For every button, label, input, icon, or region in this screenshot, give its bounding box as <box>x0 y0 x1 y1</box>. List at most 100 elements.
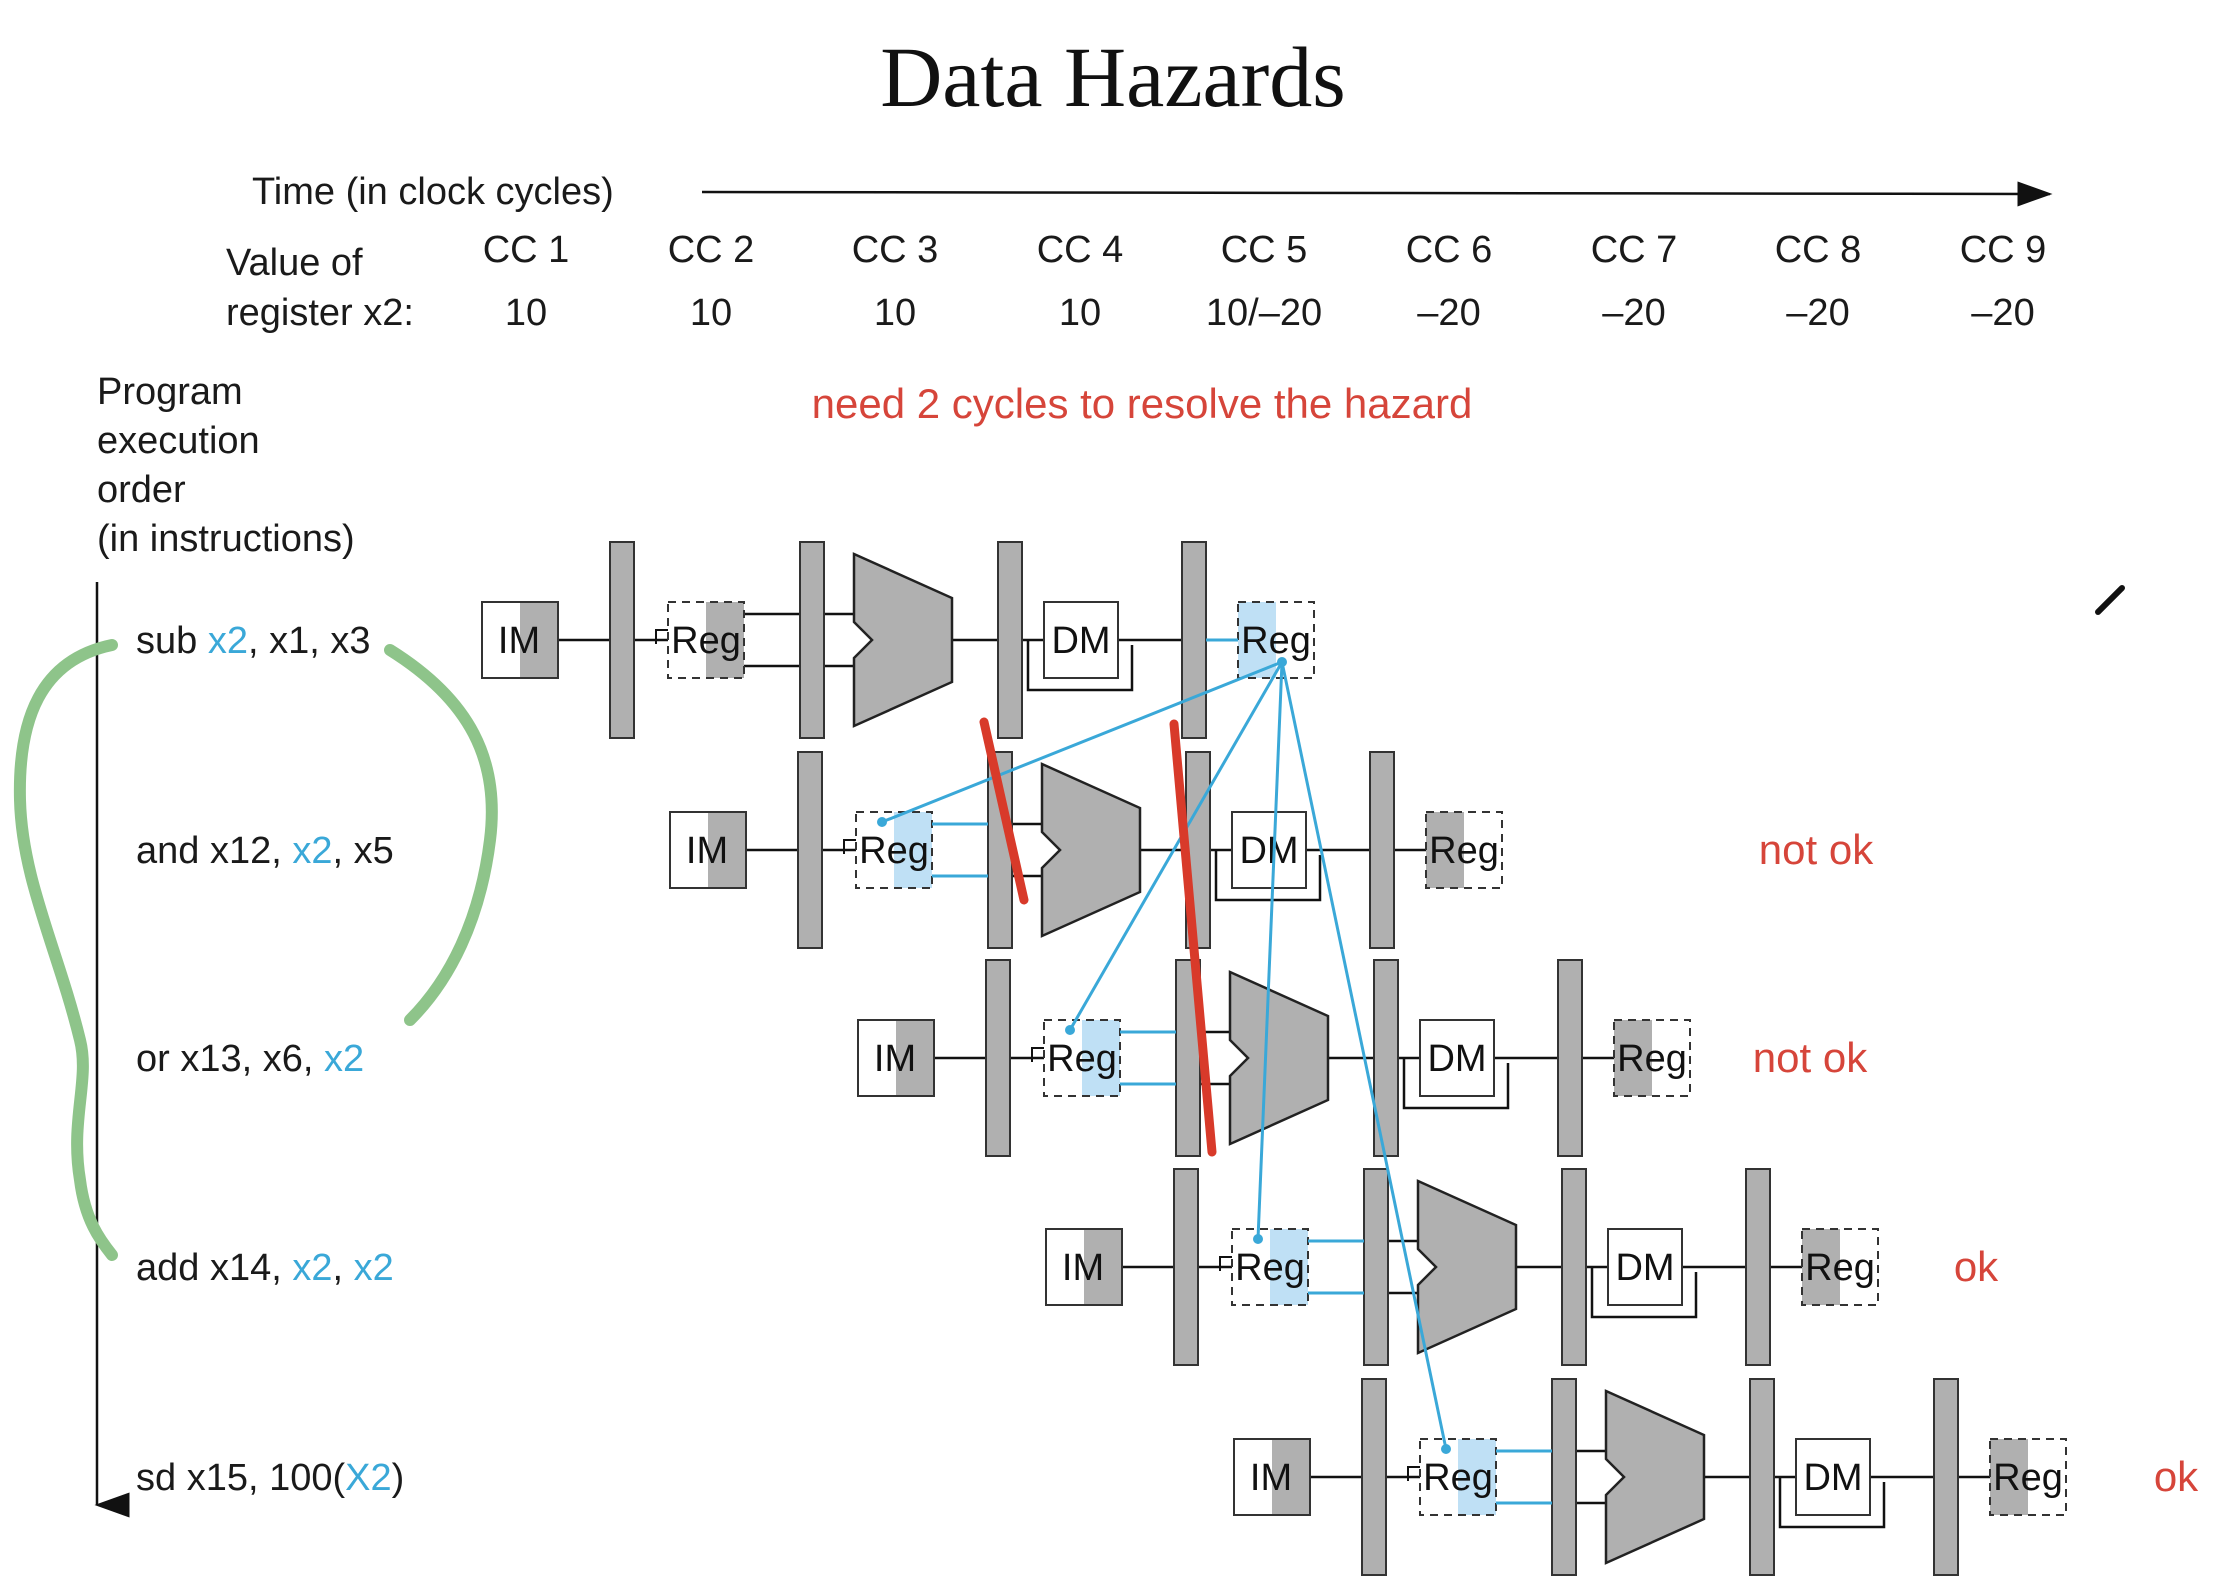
pipeline-register <box>1363 1168 1389 1366</box>
reg-read-port <box>843 839 856 854</box>
bypass-wire <box>1778 1477 1886 1529</box>
cc-label: CC 1 <box>483 229 570 271</box>
hand-drawn-right-curve <box>384 644 498 1026</box>
dependency-line <box>1068 661 1284 1031</box>
value-label-line1: Value of <box>226 242 363 284</box>
instruction-text: ) <box>392 1457 405 1499</box>
dependency-dot <box>1065 1025 1075 1035</box>
dm-stage <box>1419 1019 1495 1097</box>
alu-stage <box>1228 970 1330 1146</box>
im-outline <box>669 811 747 889</box>
im-outline <box>481 601 559 679</box>
pipeline-register <box>609 541 635 739</box>
register-highlight: X2 <box>345 1457 391 1499</box>
dm-label: DM <box>1615 1247 1674 1289</box>
dm-label: DM <box>1427 1038 1486 1080</box>
pipeline-register <box>1173 1168 1199 1366</box>
reg-read-shade <box>1270 1229 1308 1305</box>
reg-read-port <box>655 629 668 644</box>
instruction-text: , x5 <box>332 830 393 872</box>
reg-read-shade <box>894 812 932 888</box>
pipeline-register <box>1749 1378 1775 1576</box>
register-value: 10 <box>1059 292 1101 334</box>
register-value: –20 <box>1786 292 1849 334</box>
dm-label: DM <box>1803 1457 1862 1499</box>
dm-stage <box>1043 601 1119 679</box>
dependency-line <box>1280 661 1448 1450</box>
reg-write-label: Reg <box>1429 830 1499 872</box>
register-highlight: x2 <box>324 1038 364 1080</box>
im-outline <box>1233 1438 1311 1516</box>
reg-write-stage <box>1989 1438 2067 1516</box>
reg-write-stage <box>1425 811 1503 889</box>
cc-label: CC 4 <box>1037 229 1124 271</box>
order-label-line: Program <box>97 371 243 413</box>
dm-stage <box>1607 1228 1683 1306</box>
alu-stage <box>852 552 954 728</box>
hazard-annotation: need 2 cycles to resolve the hazard <box>812 380 1473 427</box>
order-label-line: order <box>97 469 186 511</box>
reg-write-shade <box>1614 1020 1652 1096</box>
im-shade <box>1084 1229 1122 1305</box>
reg-read-label: Reg <box>1235 1247 1305 1289</box>
register-value: 10/–20 <box>1206 292 1322 334</box>
pipeline-register <box>1551 1378 1577 1576</box>
reg-read-shade <box>1082 1020 1120 1096</box>
dependency-source-dot <box>1277 657 1287 667</box>
instruction-label: or x13, x6, x2 <box>136 1038 364 1080</box>
hazard-mark <box>979 717 1029 905</box>
reg-read-label: Reg <box>671 620 741 662</box>
register-value: 10 <box>690 292 732 334</box>
cc-label: CC 2 <box>668 229 755 271</box>
cc-label: CC 8 <box>1775 229 1862 271</box>
alu-stage <box>1040 762 1142 938</box>
instruction-text: , <box>332 1247 353 1289</box>
value-label-line2: register x2: <box>226 292 414 334</box>
instruction-label: sd x15, 100(X2) <box>136 1457 404 1499</box>
reg-read-port <box>1031 1047 1044 1062</box>
im-shade <box>520 602 558 678</box>
pipeline-register <box>997 541 1023 739</box>
reg-read-label: Reg <box>1423 1457 1493 1499</box>
hand-drawn-left-curve <box>13 639 118 1261</box>
dependency-line <box>1256 661 1284 1240</box>
pipeline-register <box>1361 1378 1387 1576</box>
pipeline-register <box>985 959 1011 1157</box>
cc-label: CC 5 <box>1221 229 1308 271</box>
instruction-text: , x1, x3 <box>248 620 371 662</box>
im-outline <box>857 1019 935 1097</box>
hazard-marks <box>979 717 1217 1157</box>
register-highlight: x2 <box>208 620 248 662</box>
cc-label: CC 7 <box>1591 229 1678 271</box>
reg-read-stage <box>1043 1019 1121 1097</box>
forwarding-lines <box>877 657 1451 1454</box>
register-highlight: x2 <box>292 1247 332 1289</box>
pipeline-register <box>1557 959 1583 1157</box>
status-label: not ok <box>1753 1034 1868 1081</box>
status-label: not ok <box>1759 826 1874 873</box>
cc-label: CC 6 <box>1406 229 1493 271</box>
reg-write-label: Reg <box>1241 620 1311 662</box>
hazard-mark <box>1169 719 1217 1157</box>
dm-stage <box>1231 811 1307 889</box>
bypass-wire <box>1590 1267 1698 1319</box>
register-value: –20 <box>1417 292 1480 334</box>
reg-read-stage <box>1419 1438 1497 1516</box>
dependency-dot <box>1441 1444 1451 1454</box>
register-value: –20 <box>1602 292 1665 334</box>
register-highlight: x2 <box>292 830 332 872</box>
bypass-wire <box>1026 640 1134 692</box>
pipeline-register <box>1745 1168 1771 1366</box>
reg-read-port <box>1407 1466 1420 1481</box>
instruction-label: and x12, x2, x5 <box>136 830 394 872</box>
